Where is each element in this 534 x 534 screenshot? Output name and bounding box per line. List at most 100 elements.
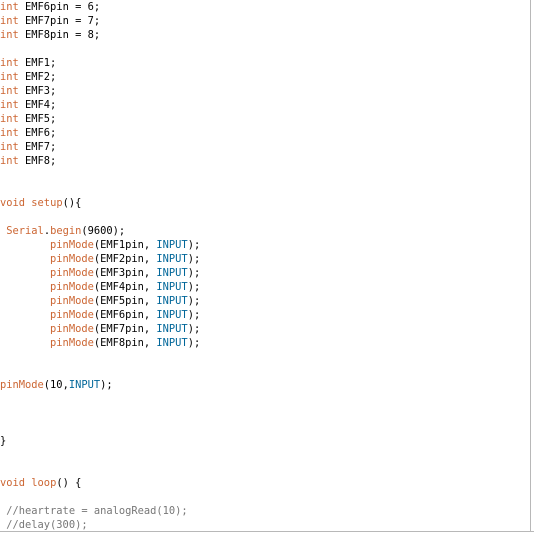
code-line[interactable]: pinMode(EMF4pin, INPUT);: [0, 280, 531, 294]
code-line[interactable]: int EMF7pin = 7;: [0, 14, 531, 28]
code-line[interactable]: pinMode(EMF2pin, INPUT);: [0, 252, 531, 266]
code-token-plain: EMF5;: [18, 113, 57, 125]
code-token-kw: int: [0, 113, 19, 125]
code-token-kw: int: [0, 29, 19, 41]
code-token-plain: EMF8pin = 8;: [18, 29, 101, 41]
code-token-plain: EMF6;: [18, 127, 57, 139]
code-line[interactable]: pinMode(EMF8pin, INPUT);: [0, 336, 531, 350]
code-line[interactable]: [0, 406, 531, 420]
code-token-plain: (EMF7pin,: [93, 323, 157, 335]
code-line[interactable]: int EMF5;: [0, 112, 531, 126]
code-line[interactable]: int EMF4;: [0, 98, 531, 112]
code-line[interactable]: pinMode(EMF5pin, INPUT);: [0, 294, 531, 308]
code-token-plain: EMF6pin = 6;: [18, 1, 101, 13]
code-line[interactable]: [0, 350, 531, 364]
code-token-plain: (EMF6pin,: [93, 309, 157, 321]
code-token-plain: );: [187, 253, 201, 265]
code-token-cm: //delay(300);: [0, 519, 88, 531]
code-token-fn: pinMode: [50, 323, 94, 335]
code-token-plain: );: [187, 281, 201, 293]
code-token-plain: EMF1;: [18, 57, 57, 69]
code-line[interactable]: pinMode(10,INPUT);: [0, 378, 531, 392]
code-token-fn: pinMode: [0, 379, 44, 391]
code-line[interactable]: [0, 490, 531, 504]
code-line[interactable]: [0, 42, 531, 56]
code-line[interactable]: int EMF6;: [0, 126, 531, 140]
code-token-plain: [0, 309, 50, 321]
code-token-plain: (EMF3pin,: [93, 267, 157, 279]
code-token-fn: begin: [50, 225, 82, 237]
code-token-plain: (EMF5pin,: [93, 295, 157, 307]
code-line[interactable]: Serial.begin(9600);: [0, 224, 531, 238]
code-line[interactable]: [0, 210, 531, 224]
code-token-plain: EMF2;: [18, 71, 57, 83]
code-token-fn: loop: [31, 477, 57, 489]
code-token-kw: void: [0, 197, 26, 209]
code-token-plain: EMF3;: [18, 85, 57, 97]
code-token-plain: );: [187, 295, 201, 307]
code-line[interactable]: [0, 182, 531, 196]
code-token-kw: void: [0, 477, 26, 489]
code-line[interactable]: [0, 392, 531, 406]
vertical-scrollbar[interactable]: [530, 0, 534, 534]
code-token-fn: pinMode: [50, 239, 94, 251]
code-token-kw: int: [0, 57, 19, 69]
code-token-plain: [0, 253, 50, 265]
code-token-cm: //heartrate = analogRead(10);: [0, 505, 188, 517]
code-line[interactable]: int EMF3;: [0, 84, 531, 98]
code-line[interactable]: int EMF8pin = 8;: [0, 28, 531, 42]
code-token-plain: );: [187, 309, 201, 321]
code-line[interactable]: void setup(){: [0, 196, 531, 210]
code-token-plain: (EMF2pin,: [93, 253, 157, 265]
code-token-const: INPUT: [156, 295, 188, 307]
code-token-plain: );: [100, 379, 113, 391]
code-line[interactable]: int EMF2;: [0, 70, 531, 84]
horizontal-scrollbar[interactable]: [0, 531, 534, 534]
code-token-const: INPUT: [156, 309, 188, 321]
code-token-kw: int: [0, 141, 19, 153]
code-token-plain: (EMF8pin,: [93, 337, 157, 349]
code-token-plain: );: [187, 239, 201, 251]
code-token-plain: [0, 337, 50, 349]
code-line[interactable]: [0, 420, 531, 434]
code-token-const: INPUT: [156, 239, 188, 251]
code-line[interactable]: pinMode(EMF1pin, INPUT);: [0, 238, 531, 252]
code-token-plain: EMF7;: [18, 141, 57, 153]
code-line[interactable]: //delay(300);: [0, 518, 531, 532]
code-token-fn: setup: [31, 197, 63, 209]
code-line[interactable]: //heartrate = analogRead(10);: [0, 504, 531, 518]
code-token-fn: pinMode: [50, 253, 94, 265]
code-token-fn: pinMode: [50, 309, 94, 321]
code-line[interactable]: [0, 448, 531, 462]
code-token-fn: pinMode: [50, 281, 94, 293]
code-token-plain: [0, 281, 50, 293]
code-token-fn: pinMode: [50, 267, 94, 279]
code-line[interactable]: void loop() {: [0, 476, 531, 490]
code-token-plain: );: [187, 267, 201, 279]
code-token-plain: [0, 323, 50, 335]
code-line[interactable]: int EMF7;: [0, 140, 531, 154]
code-line[interactable]: int EMF1;: [0, 56, 531, 70]
code-line[interactable]: [0, 168, 531, 182]
code-token-const: INPUT: [156, 337, 188, 349]
code-token-plain: (9600);: [81, 225, 126, 237]
code-line[interactable]: pinMode(EMF3pin, INPUT);: [0, 266, 531, 280]
code-line[interactable]: int EMF6pin = 6;: [0, 0, 531, 14]
code-token-plain: }: [0, 435, 7, 447]
code-token-kw: int: [0, 155, 19, 167]
code-token-fn: Serial: [6, 225, 44, 237]
code-line[interactable]: [0, 364, 531, 378]
code-line[interactable]: pinMode(EMF6pin, INPUT);: [0, 308, 531, 322]
code-line[interactable]: [0, 462, 531, 476]
code-line[interactable]: }: [0, 434, 531, 448]
code-token-kw: int: [0, 127, 19, 139]
code-token-plain: EMF8;: [18, 155, 57, 167]
code-token-plain: EMF4;: [18, 99, 57, 111]
code-line[interactable]: pinMode(EMF7pin, INPUT);: [0, 322, 531, 336]
code-line[interactable]: int EMF8;: [0, 154, 531, 168]
code-token-kw: int: [0, 15, 19, 27]
code-token-kw: int: [0, 1, 19, 13]
code-token-fn: pinMode: [50, 295, 94, 307]
